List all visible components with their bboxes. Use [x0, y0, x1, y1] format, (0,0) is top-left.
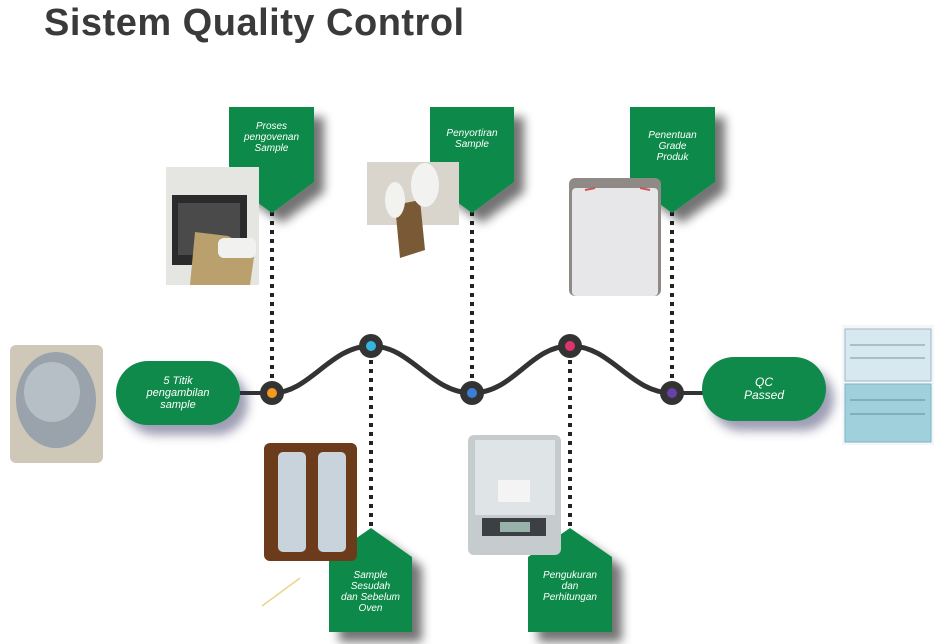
tag-top-2-label: Penyortiran Sample [446, 128, 498, 150]
tag-top-3-label: Penentuan Grade Produk [648, 130, 697, 163]
node-3 [460, 381, 484, 405]
tray-photo-icon [264, 443, 357, 561]
certificate-photo-icon [842, 325, 934, 445]
tag-bottom-2-label: Pengukuran dan Perhitungan [543, 570, 597, 603]
decor-line [261, 577, 301, 607]
node-1 [260, 381, 284, 405]
page-title: Sistem Quality Control [44, 2, 465, 44]
sorting-photo-icon [367, 162, 459, 280]
node-2 [359, 334, 383, 358]
end-pill: QC Passed [702, 357, 826, 421]
oven-photo-icon [166, 167, 259, 285]
pellets-photo-icon [10, 345, 103, 463]
tag-top-1-label: Proses pengovenan Sample [243, 121, 300, 154]
scale-photo-icon [468, 435, 561, 555]
start-pill: 5 Titik pengambilan sample [116, 361, 240, 425]
node-4 [558, 334, 582, 358]
tag-bottom-1-label: Sample Sesudah dan Sebelum Oven [341, 570, 400, 614]
node-5 [660, 381, 684, 405]
bag-photo-icon [569, 178, 661, 296]
